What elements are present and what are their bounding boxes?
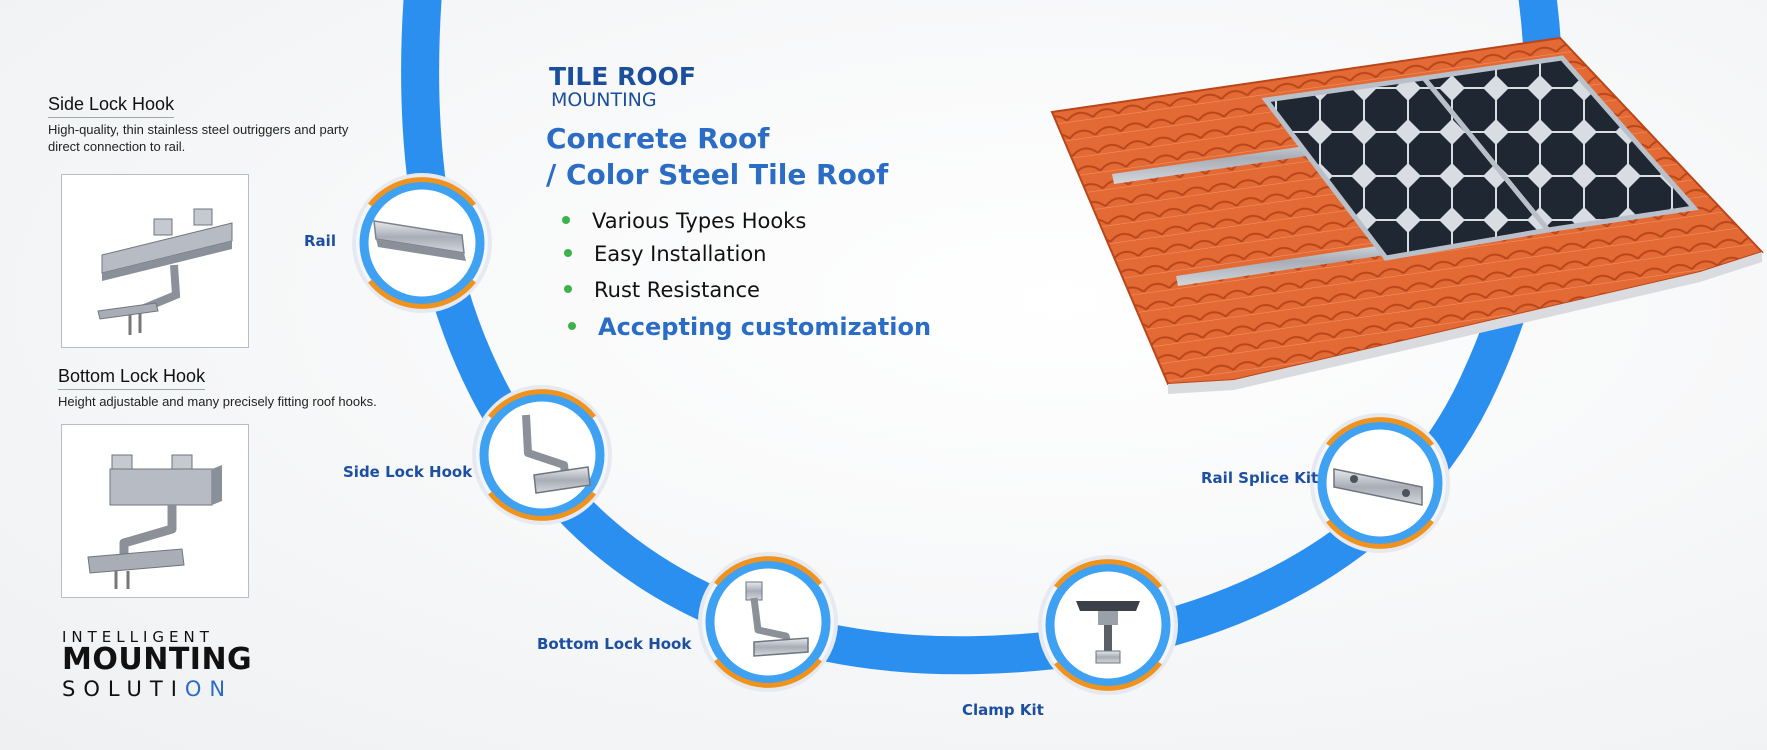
- brand-line-intelligent: INTELLIGENT: [62, 628, 214, 646]
- feature-text: Rust Resistance: [594, 278, 760, 302]
- bullet-dot-icon: [564, 285, 572, 293]
- brand-solution-main: SOLUTI: [62, 677, 185, 701]
- bullet-dot-icon: [564, 249, 572, 257]
- node-label-side-lock-hook: Side Lock Hook: [343, 463, 473, 481]
- left-feature-title: Bottom Lock Hook: [58, 366, 206, 390]
- left-feature-desc-line: direct connection to rail.: [48, 139, 186, 154]
- node-label-clamp-kit: Clamp Kit: [962, 701, 1044, 719]
- roof-type-line2: / Color Steel Tile Roof: [546, 158, 889, 191]
- left-feature-desc-line: Height adjustable and many precisely fit…: [58, 394, 377, 409]
- node-label-bottom-lock-hook: Bottom Lock Hook: [537, 635, 692, 653]
- headline-subtitle: MOUNTING: [551, 89, 657, 111]
- bottom-lock-hook-photo: [61, 424, 249, 598]
- left-feature-desc: Height adjustable and many precisely fit…: [58, 393, 418, 410]
- feature-bullet-highlight: Accepting customization: [568, 313, 932, 341]
- node-label-rail: Rail: [304, 232, 336, 250]
- side-lock-hook-photo: [61, 174, 249, 348]
- feature-bullet: Various Types Hooks: [562, 209, 807, 233]
- node-label-rail-splice-kit: Rail Splice Kit: [1201, 469, 1319, 487]
- left-feature-title: Side Lock Hook: [48, 94, 175, 118]
- bullet-dot-icon: [568, 322, 576, 330]
- left-feature-bottom-lock-hook: Bottom Lock Hook: [58, 366, 206, 390]
- left-feature-desc: High-quality, thin stainless steel outri…: [48, 121, 408, 155]
- side-lock-hook-image-icon: [97, 208, 233, 335]
- feature-bullet: Rust Resistance: [564, 278, 760, 302]
- node-rings: [352, 173, 1450, 695]
- feature-text: Accepting customization: [598, 313, 932, 341]
- bullet-dot-icon: [562, 216, 570, 224]
- brand-line-mounting: MOUNTING: [62, 642, 253, 677]
- bottom-lock-hook-image-icon: [87, 454, 222, 589]
- roof-type-line1: Concrete Roof: [546, 122, 770, 155]
- headline-title: TILE ROOF: [549, 62, 696, 91]
- brand-line-solution: SOLUTION: [62, 677, 233, 701]
- feature-text: Various Types Hooks: [592, 209, 807, 233]
- feature-bullet: Easy Installation: [564, 242, 767, 266]
- feature-text: Easy Installation: [594, 242, 767, 266]
- left-feature-desc-line: High-quality, thin stainless steel outri…: [48, 122, 349, 137]
- left-feature-side-lock-hook: Side Lock Hook: [48, 94, 175, 118]
- roof-illustration: [1050, 36, 1764, 394]
- brand-solution-accent: ON: [184, 677, 234, 701]
